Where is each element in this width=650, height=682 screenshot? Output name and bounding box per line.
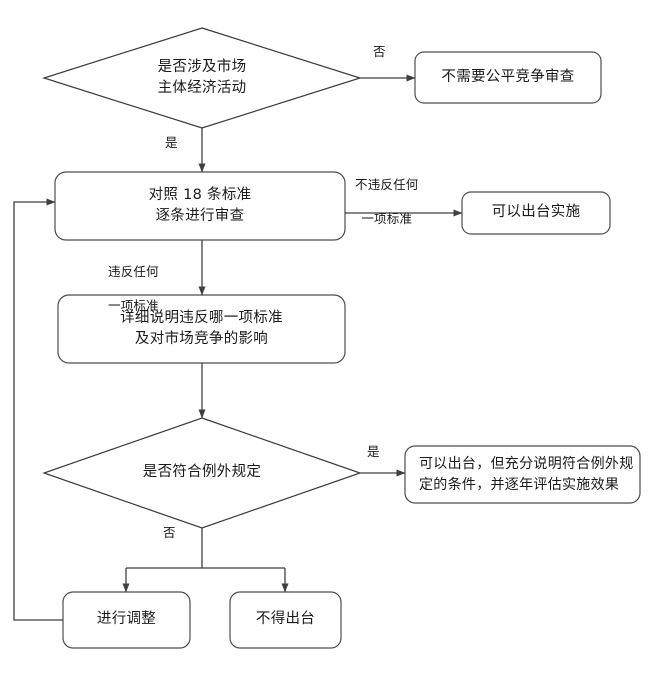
- node-explain-violation[interactable]: [57, 294, 346, 364]
- edge-label-no-market-activity: 否: [373, 44, 386, 59]
- has-violation-line1: 违反任何: [108, 263, 159, 279]
- edge-label-yes-exception: 是: [367, 444, 380, 459]
- has-violation-line2: 一项标准: [108, 297, 159, 313]
- edge-adjustment-feedback-to-review: [13, 198, 63, 621]
- edge-label-has-violation: 违反任何 一项标准: [108, 247, 159, 315]
- node-decision-exception-rule[interactable]: [42, 417, 362, 529]
- no-violation-line2: 一项标准: [361, 210, 413, 226]
- edge-label-no-exception: 否: [163, 525, 176, 540]
- node-may-issue-with-explanation[interactable]: [404, 445, 641, 504]
- node-may-implement[interactable]: [461, 191, 611, 235]
- node-must-not-issue[interactable]: [229, 591, 342, 649]
- edge-label-no-violation: 不违反任何 一项标准: [355, 160, 419, 228]
- node-review-18-standards[interactable]: [54, 171, 346, 241]
- node-make-adjustment[interactable]: [62, 591, 191, 649]
- no-violation-line1: 不违反任何: [355, 176, 419, 192]
- edge-label-yes-market-activity: 是: [165, 135, 178, 150]
- node-decision-market-activity[interactable]: [42, 27, 362, 129]
- node-no-review-needed[interactable]: [414, 51, 602, 104]
